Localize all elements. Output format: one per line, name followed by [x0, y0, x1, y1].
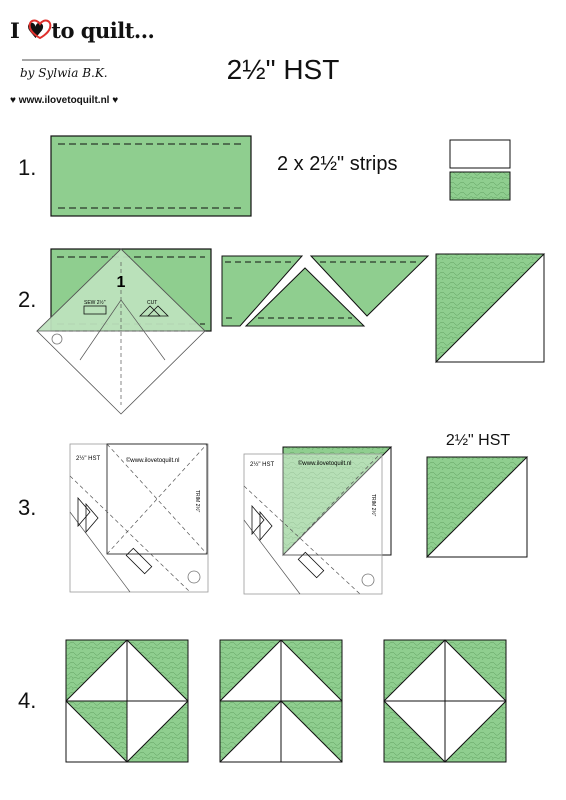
step2-hst: [435, 253, 546, 364]
logo-author: by Sylwia B.K.: [20, 66, 108, 80]
block-a: [65, 639, 189, 763]
step2-cut-pieces: [221, 255, 430, 327]
ruler-trim-right: TRIM 2½": [370, 494, 377, 517]
strips-label: 2 x 2½" strips: [277, 153, 398, 175]
step-number-3: 3.: [18, 495, 37, 520]
step-number-2: 2.: [18, 287, 37, 312]
logo-url: ♥ www.ilovetoquilt.nl ♥: [10, 95, 119, 106]
ruler-number: 1: [117, 274, 126, 291]
step3-ruler-left: [69, 443, 209, 593]
block-c: [383, 639, 507, 763]
ruler-url-right: ©www.ilovetoquilt.nl: [298, 460, 351, 467]
ruler-size-left: 2½" HST: [76, 455, 100, 462]
ruler-cut-label: CUT: [147, 300, 157, 306]
green-strip: [449, 171, 511, 201]
logo-brand: I ♥ to quilt...: [10, 18, 155, 43]
logo-brand-text: I ♥ to quilt...: [10, 18, 155, 43]
step-number-4: 4.: [18, 688, 37, 713]
step-number-1: 1.: [18, 155, 37, 180]
white-strip: [449, 139, 511, 169]
ruler-trim-left: TRIM 2½": [194, 490, 201, 513]
step3-ruler-right: [243, 446, 393, 595]
step2-strip-with-ruler: [36, 248, 212, 415]
ruler-size-right: 2½" HST: [250, 461, 274, 468]
step1-strip: [50, 135, 252, 217]
heart-icon: [28, 19, 52, 40]
block-b: [219, 639, 343, 763]
step3-hst-result: [426, 456, 529, 559]
hst-result-label: 2½" HST: [445, 432, 511, 449]
ruler-sew-label: SEW 2½": [84, 299, 106, 306]
ruler-url-left: ©www.ilovetoquilt.nl: [126, 457, 179, 464]
page-title: 2½" HST: [226, 54, 340, 85]
